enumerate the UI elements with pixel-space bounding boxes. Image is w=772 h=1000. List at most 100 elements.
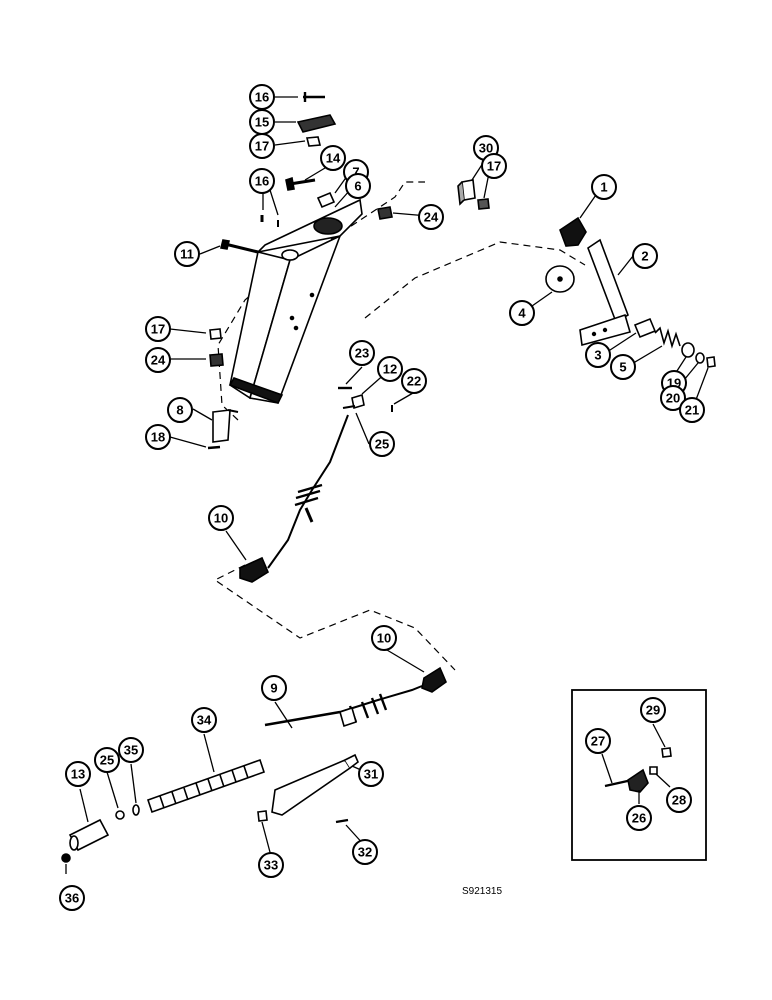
callout-circle [167, 397, 193, 423]
callout-16: 16 [249, 84, 275, 110]
washer-19 [681, 342, 695, 358]
callout-circle [377, 356, 403, 382]
screws-16 [260, 215, 279, 227]
plate-15 [296, 114, 337, 133]
callout-number: 9 [270, 681, 277, 696]
phantom-outline-lower [213, 564, 456, 671]
callout-number: 34 [197, 713, 212, 728]
bolt-16-top [303, 92, 325, 102]
callout-circle [65, 761, 91, 787]
callout-number: 16 [255, 90, 269, 105]
support-column-part [228, 198, 363, 405]
callout-circle [208, 505, 234, 531]
bolt-11 [220, 239, 259, 254]
callout-number: 27 [591, 734, 605, 749]
callout-circle [145, 316, 171, 342]
disc-4 [545, 265, 575, 293]
nut-36 [61, 853, 71, 863]
callout-number: 24 [424, 210, 439, 225]
callout-circle [145, 347, 171, 373]
callout-26: 26 [626, 805, 652, 831]
callout-circle [401, 368, 427, 394]
cable-9 [264, 685, 423, 728]
callout-10: 10 [371, 625, 397, 651]
callout-number: 15 [255, 115, 269, 130]
callout-number: 10 [214, 511, 228, 526]
callout-13: 13 [65, 761, 91, 787]
callout-27: 27 [585, 728, 611, 754]
callout-number: 11 [180, 247, 194, 262]
callout-number: 20 [666, 391, 680, 406]
callout-circle [610, 354, 636, 380]
callout-number: 26 [632, 811, 646, 826]
nut-17-right [477, 198, 490, 210]
inset-nut-29 [661, 747, 672, 758]
callout-34: 34 [191, 707, 217, 733]
callout-17: 17 [481, 153, 507, 179]
screw-32 [335, 818, 349, 824]
callout-number: 1 [600, 180, 607, 195]
callout-25: 25 [94, 747, 120, 773]
callout-number: 10 [377, 631, 391, 646]
callout-number: 35 [124, 743, 138, 758]
callout-number: 16 [255, 174, 269, 189]
callout-36: 36 [59, 885, 85, 911]
callout-number: 3 [594, 348, 601, 363]
bracket-8 [212, 409, 239, 443]
callout-circle [660, 385, 686, 411]
callout-number: 6 [354, 179, 361, 194]
callout-number: 5 [619, 360, 626, 375]
callout-circle [481, 153, 507, 179]
callout-10: 10 [208, 505, 234, 531]
cylinder-13 [68, 818, 110, 852]
callout-number: 25 [100, 753, 114, 768]
callout-circle [632, 243, 658, 269]
callout-circle [249, 133, 275, 159]
callout-11: 11 [174, 241, 200, 267]
cable-upper [267, 414, 349, 569]
callout-circle [509, 300, 535, 326]
callout-18: 18 [145, 424, 171, 450]
nut-21 [706, 356, 716, 368]
callout-number: 29 [646, 703, 660, 718]
callout-22: 22 [401, 368, 427, 394]
callout-6: 6 [345, 173, 371, 199]
callout-5: 5 [610, 354, 636, 380]
callout-number: 8 [176, 403, 183, 418]
callout-20: 20 [660, 385, 686, 411]
callout-number: 7 [352, 165, 359, 180]
pin-3 [633, 317, 657, 339]
callout-circle [352, 839, 378, 865]
callout-2: 2 [632, 243, 658, 269]
callout-4: 4 [509, 300, 535, 326]
callout-number: 24 [151, 353, 166, 368]
callout-28: 28 [666, 787, 692, 813]
spring-5 [654, 326, 681, 349]
callout-number: 23 [355, 346, 369, 361]
callout-17: 17 [145, 316, 171, 342]
clevis-12 [342, 393, 365, 410]
callout-circle [358, 761, 384, 787]
callout-1: 1 [591, 174, 617, 200]
callout-14: 14 [320, 145, 346, 171]
nut-17-left [209, 328, 222, 340]
callout-number: 17 [255, 139, 269, 154]
callout-circle [191, 707, 217, 733]
inset-clamp-26 [627, 768, 649, 793]
boot-10-upper [239, 556, 270, 583]
sleeve-7 [316, 191, 336, 209]
callout-circle [145, 424, 171, 450]
nut-33 [257, 810, 268, 822]
callout-29: 29 [640, 697, 666, 723]
nut-24-lower [209, 353, 224, 367]
callout-9: 9 [261, 675, 287, 701]
callout-circle [371, 625, 397, 651]
callout-number: 36 [65, 891, 79, 906]
callout-circle [59, 885, 85, 911]
callout-number: 28 [672, 793, 686, 808]
callout-circle [249, 168, 275, 194]
callout-circle [591, 174, 617, 200]
callout-circle [418, 204, 444, 230]
